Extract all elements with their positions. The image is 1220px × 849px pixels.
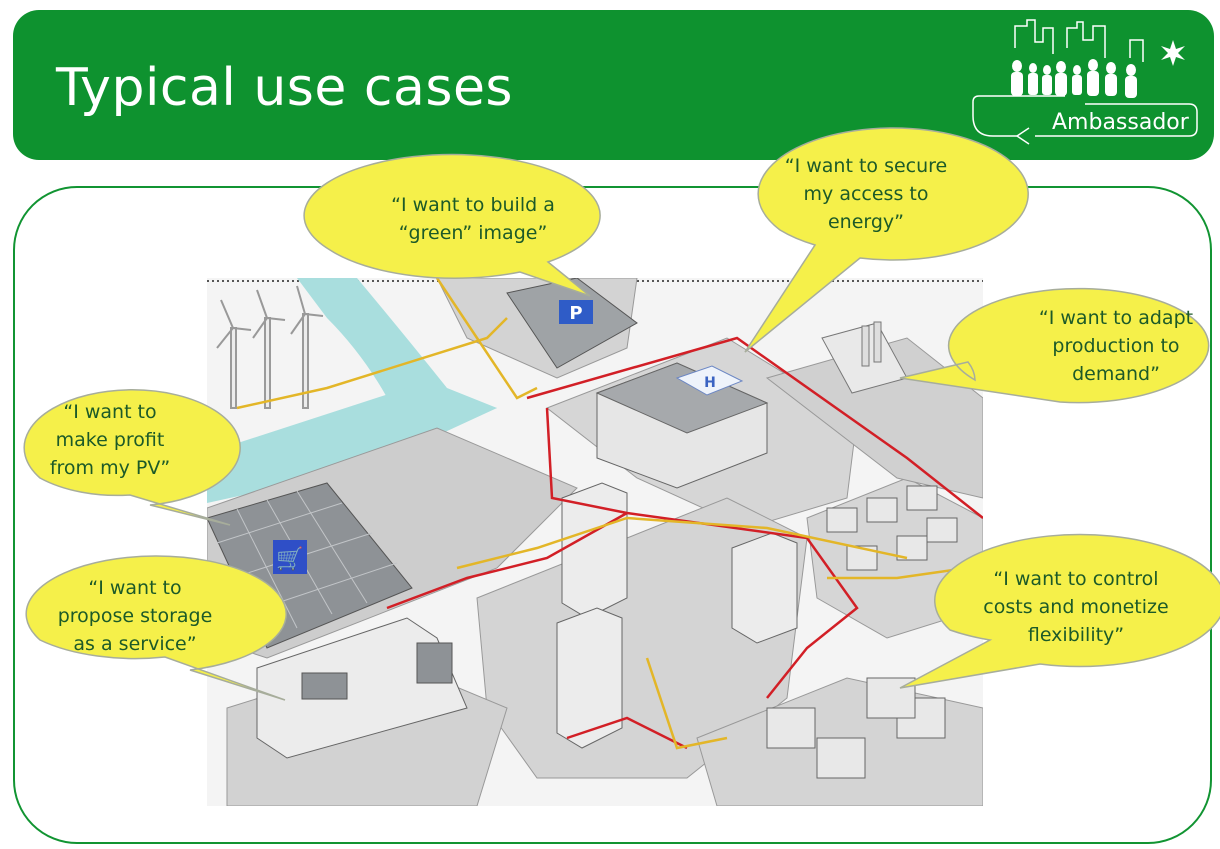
bubble-profit-pv-shape — [23, 389, 241, 526]
logo-text: Ambassador — [1052, 110, 1189, 135]
ambassador-logo — [972, 19, 1198, 145]
bubble-adapt-production-shape — [899, 287, 1210, 404]
svg-text:P: P — [569, 303, 582, 324]
bubble-green-image: “I want to build a“green” image” — [391, 194, 555, 244]
svg-text:H: H — [704, 375, 716, 391]
bubble-control-costs-shape — [899, 533, 1220, 689]
smart-city-illustration: 🛒 P H — [207, 278, 983, 806]
bubble-secure-energy-shape — [744, 127, 1029, 353]
bubble-storage-service-shape — [25, 555, 287, 701]
svg-text:🛒: 🛒 — [276, 546, 303, 572]
bubble-green-image-shape — [303, 153, 601, 297]
page-title: Typical use cases — [56, 58, 514, 118]
